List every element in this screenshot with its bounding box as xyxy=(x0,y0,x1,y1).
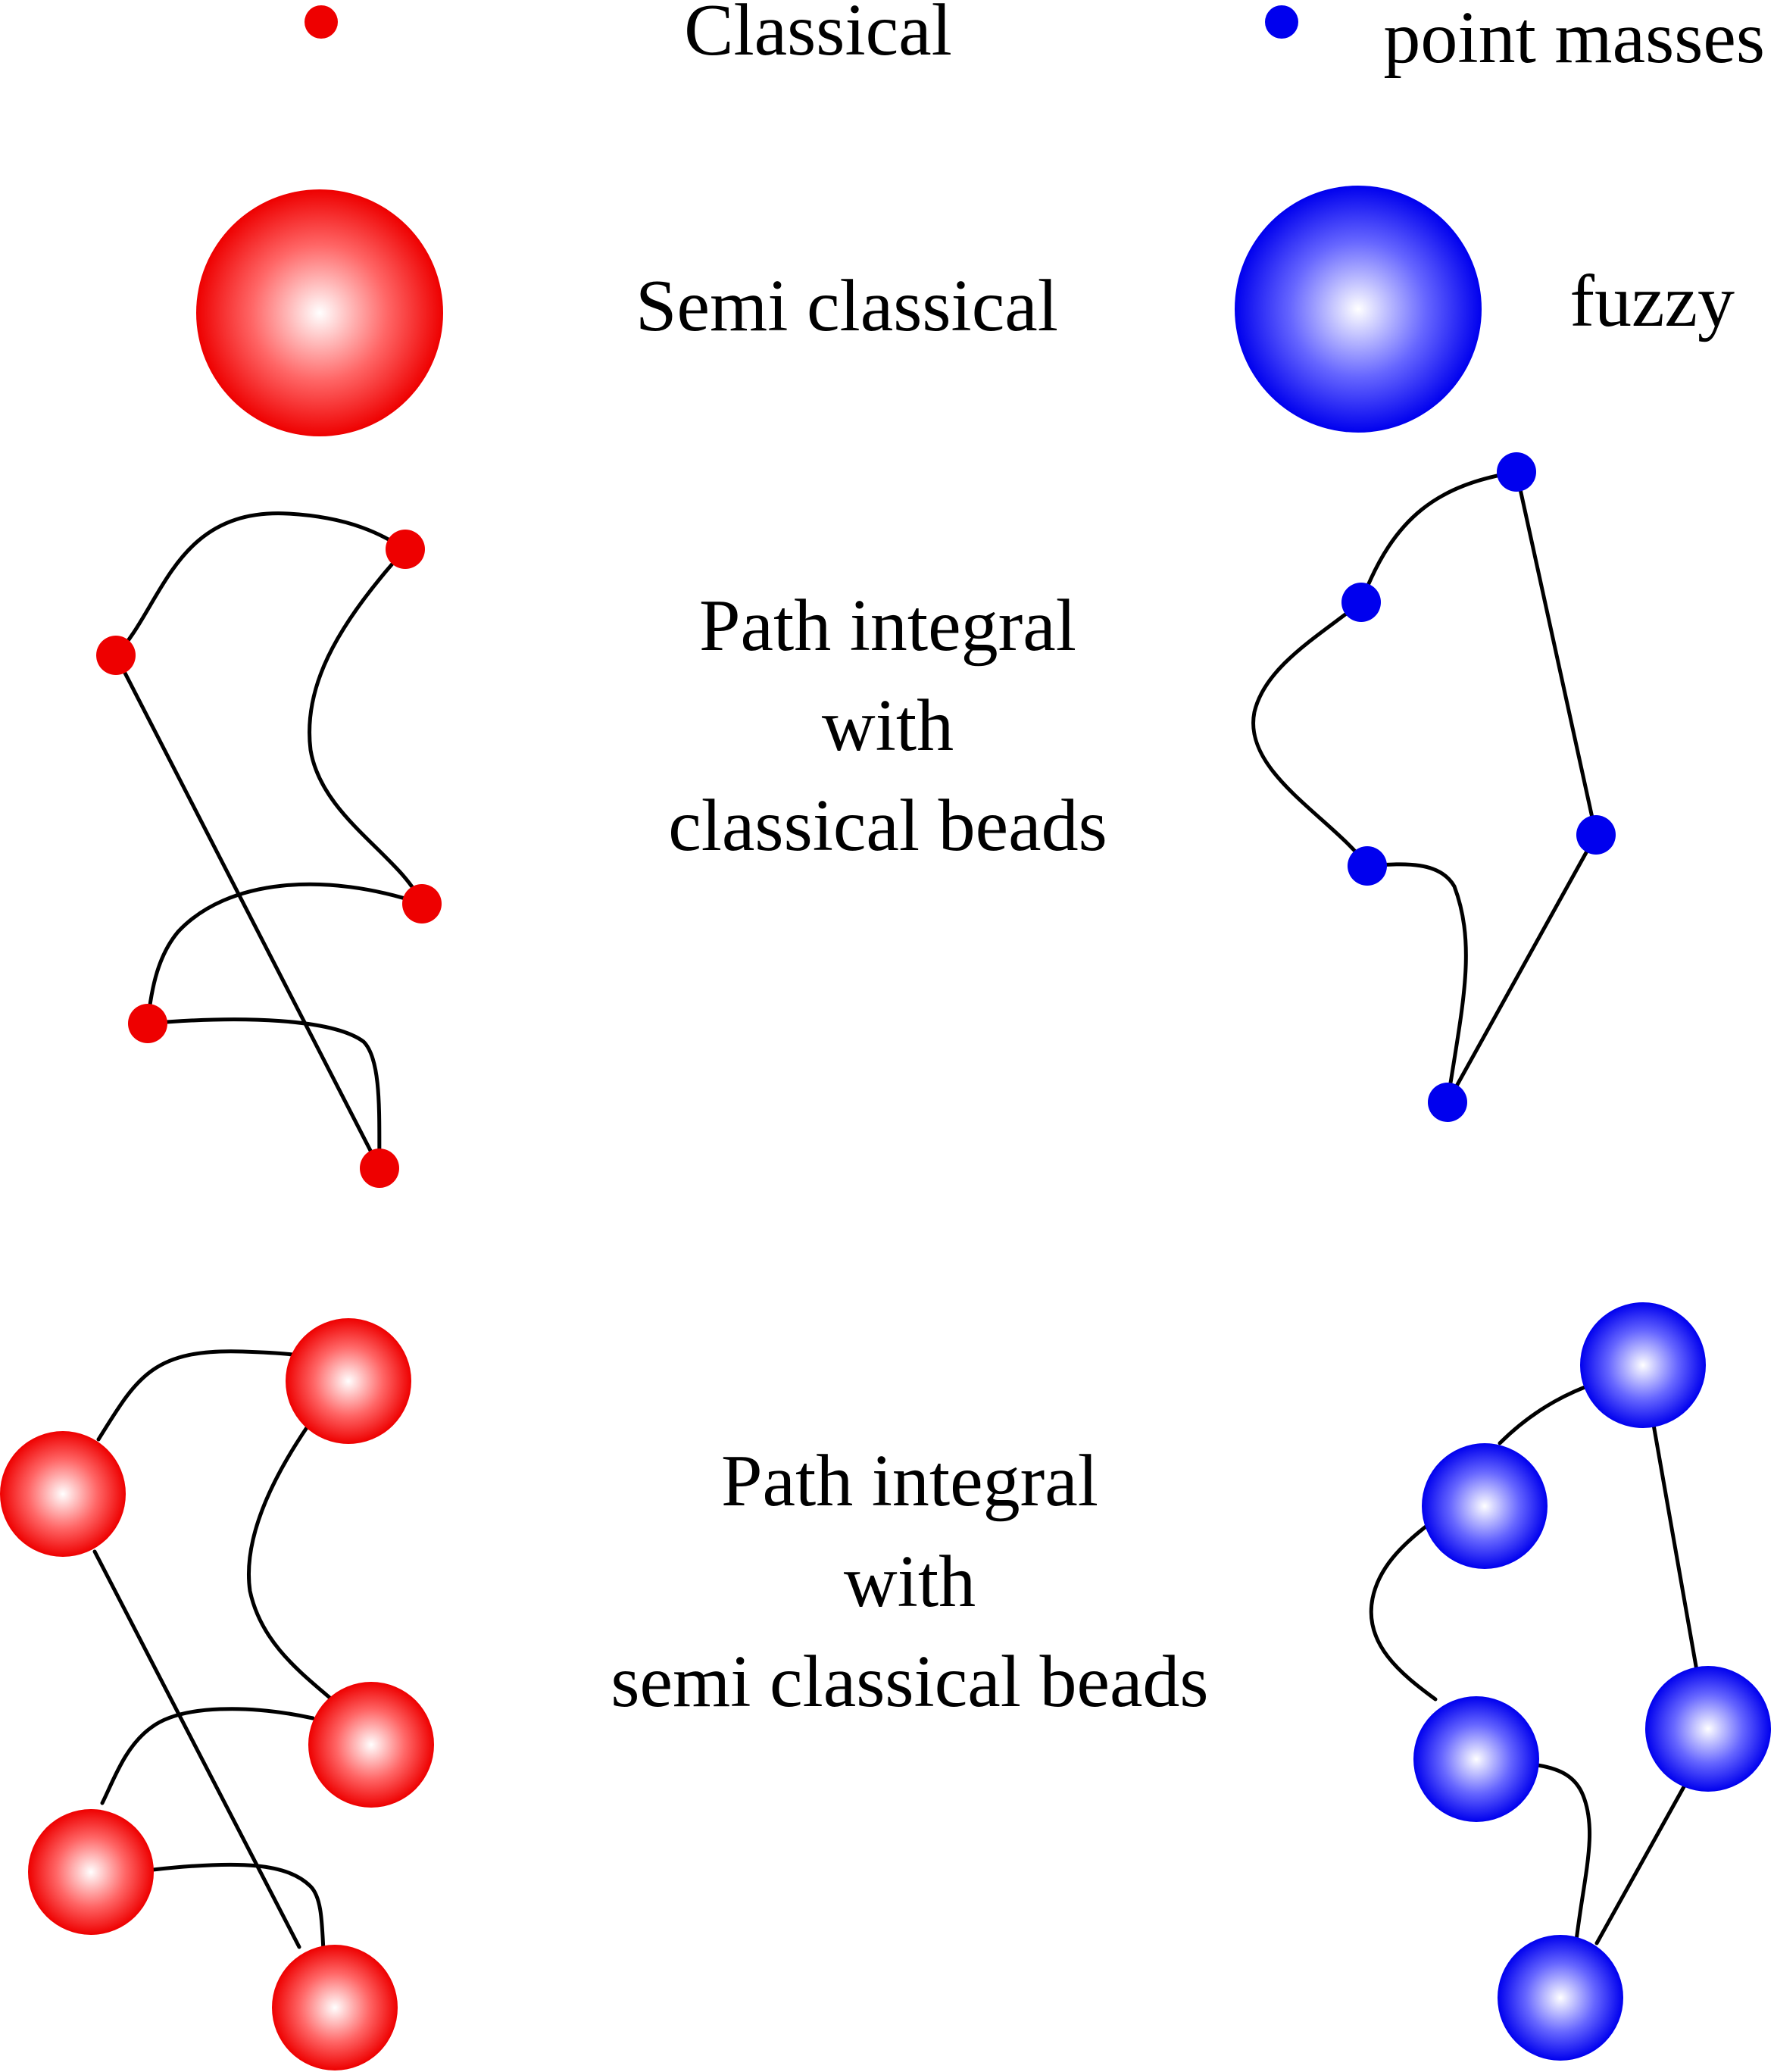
red-bead xyxy=(402,884,442,923)
point-masses-label: point masses xyxy=(1383,0,1765,79)
red-classical-bead-path xyxy=(114,511,424,1170)
classical-red-point xyxy=(305,5,338,39)
pi-semi-label-line2: with xyxy=(844,1541,976,1623)
red-bead xyxy=(386,530,425,569)
semi-classical-label: Semi classical xyxy=(636,265,1058,347)
red-semi-bead xyxy=(272,1945,398,2070)
blue-bead xyxy=(1428,1083,1467,1122)
blue-bead xyxy=(1348,846,1387,886)
red-bead xyxy=(360,1149,399,1188)
blue-semi-classical-bead-path xyxy=(1369,1380,1699,1949)
fuzzy-blue-sphere xyxy=(1235,186,1482,433)
pi-classical-label-line1: Path integral xyxy=(699,585,1076,667)
red-semi-bead xyxy=(286,1318,411,1444)
blue-bead xyxy=(1341,583,1381,622)
semi-classical-red-sphere xyxy=(196,189,443,436)
blue-semi-bead xyxy=(1580,1302,1706,1428)
fuzzy-label: fuzzy xyxy=(1569,261,1735,342)
red-semi-bead xyxy=(308,1682,434,1808)
blue-bead xyxy=(1576,815,1616,855)
blue-semi-bead xyxy=(1645,1666,1771,1792)
blue-semi-bead xyxy=(1422,1443,1548,1569)
blue-classical-bead-path xyxy=(1251,470,1598,1105)
pi-semi-label-line1: Path integral xyxy=(721,1440,1098,1522)
blue-semi-bead xyxy=(1498,1935,1623,2061)
red-bead xyxy=(96,636,136,675)
red-semi-bead xyxy=(0,1431,126,1557)
classical-label: Classical xyxy=(684,0,952,71)
pi-classical-label-line2: with xyxy=(822,685,954,767)
pi-classical-label-line3: classical beads xyxy=(668,785,1107,867)
red-semi-bead xyxy=(28,1809,154,1935)
pi-semi-label-line3: semi classical beads xyxy=(611,1641,1208,1723)
blue-semi-bead xyxy=(1413,1696,1539,1822)
red-bead xyxy=(128,1004,167,1043)
blue-bead xyxy=(1497,452,1536,492)
classical-blue-point xyxy=(1265,5,1298,39)
